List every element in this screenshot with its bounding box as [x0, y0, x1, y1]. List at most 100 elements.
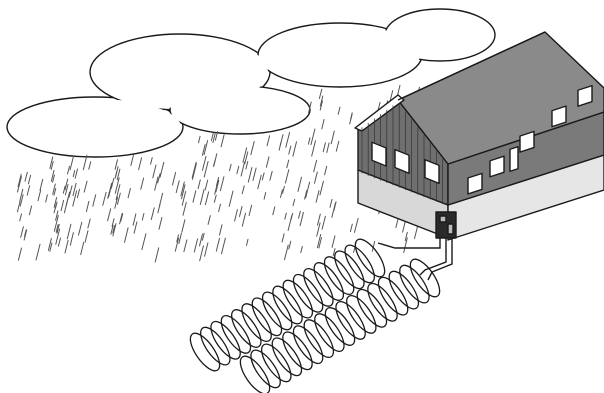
raindrop [298, 177, 302, 191]
raindrop [86, 201, 89, 211]
raindrop [253, 168, 256, 180]
raindrop [205, 192, 208, 205]
raindrop [327, 143, 329, 153]
raindrop [285, 245, 289, 260]
raindrop [315, 172, 318, 183]
raindrop [68, 166, 70, 174]
raindrop [131, 155, 134, 166]
raindrop [67, 224, 71, 239]
raindrop [29, 206, 31, 215]
raindrop [81, 242, 84, 254]
raindrop [306, 182, 310, 198]
raindrop [176, 181, 179, 193]
raindrop [237, 166, 239, 174]
raindrop [282, 234, 284, 242]
raindrop [242, 213, 245, 226]
raindrop [287, 160, 289, 168]
raindrop [279, 142, 281, 150]
raindrop [77, 189, 79, 198]
raindrop [194, 239, 197, 252]
door [510, 147, 518, 172]
raindrop [66, 192, 70, 206]
raindrop [286, 133, 290, 148]
raindrop [338, 107, 340, 114]
raindrop [17, 201, 20, 212]
raindrop [85, 231, 88, 243]
raindrop [205, 180, 208, 190]
raindrop [258, 175, 261, 189]
raindrop [320, 181, 323, 195]
raindrop [193, 164, 197, 180]
raindrop [266, 157, 269, 168]
raindrop [199, 136, 201, 142]
raindrop [139, 158, 142, 170]
raindrop [160, 162, 164, 177]
raindrop [158, 205, 160, 213]
raindrop [21, 227, 24, 238]
raindrop [79, 222, 82, 235]
raindrop [219, 204, 221, 211]
raindrop [159, 218, 162, 230]
raindrop [58, 238, 60, 246]
raindrop [182, 220, 185, 233]
raindrop [70, 156, 73, 170]
raindrop [25, 172, 27, 181]
raindrop [230, 164, 232, 170]
raindrop [155, 177, 158, 190]
raindrop [183, 202, 186, 215]
raindrop [308, 138, 310, 144]
raindrop [293, 142, 297, 157]
raindrop [323, 143, 325, 152]
raindrop [151, 158, 153, 165]
raindrop [192, 162, 196, 178]
raindrop [273, 207, 275, 215]
raindrop [285, 213, 287, 219]
raindrop [118, 193, 121, 204]
raindrop [350, 224, 352, 232]
raindrop [242, 186, 244, 194]
raindrop [319, 89, 321, 98]
raindrop [193, 191, 196, 202]
raindrop [331, 131, 334, 144]
raindrop [69, 186, 72, 197]
raindrop [198, 180, 200, 189]
raindrop [211, 133, 213, 140]
raindrop [332, 236, 335, 248]
raindrop [70, 233, 73, 246]
raindrop [325, 166, 327, 174]
raindrop [18, 177, 22, 192]
raindrop [115, 171, 117, 179]
raindrop [200, 246, 204, 261]
raindrop [264, 193, 266, 200]
raindrop [103, 192, 106, 205]
raindrop [246, 162, 248, 170]
raindrop [205, 243, 208, 256]
raindrop [289, 146, 291, 154]
raindrop [184, 240, 187, 252]
raindrop [314, 160, 317, 172]
raindrop [270, 171, 272, 180]
raindrop [204, 162, 208, 178]
raindrop [88, 219, 90, 228]
raindrop [251, 142, 254, 155]
raindrop [299, 211, 301, 218]
raindrop [229, 191, 233, 206]
raindrop [330, 199, 332, 207]
raindrop [40, 179, 43, 190]
raindrop [208, 216, 210, 225]
raindrop [285, 170, 288, 183]
raindrop [267, 136, 270, 146]
raindrop [73, 171, 75, 177]
raindrop [336, 141, 339, 151]
raindrop [235, 210, 238, 221]
raindrop [93, 195, 96, 207]
raindrop [203, 156, 207, 170]
raindrop [322, 120, 324, 129]
raindrop [173, 173, 176, 186]
raindrop [142, 214, 144, 221]
raindrop [240, 207, 243, 217]
raindrop [322, 216, 325, 229]
raindrop [220, 225, 223, 235]
raindrop [61, 200, 64, 210]
